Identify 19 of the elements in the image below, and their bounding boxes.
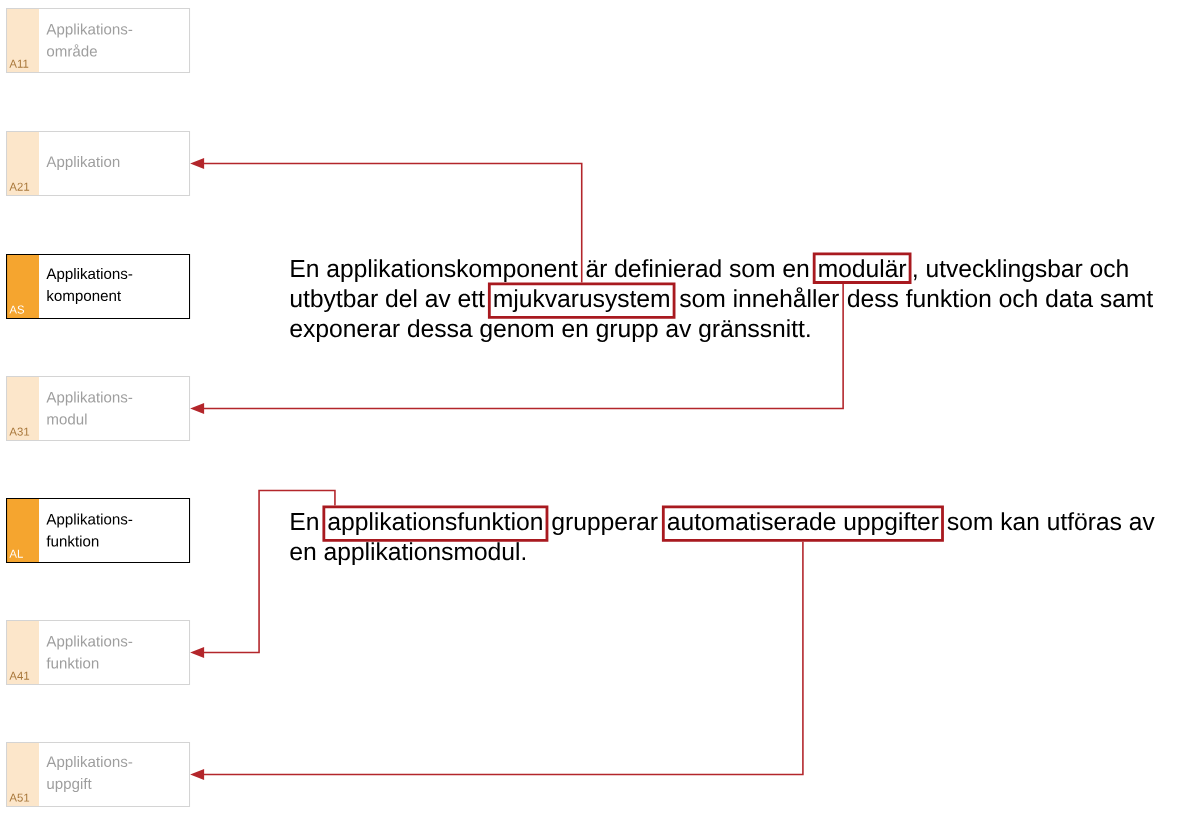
term-box: AL Applikations- funktion xyxy=(6,498,191,564)
term-box: A11 Applikations- område xyxy=(6,8,191,74)
description-text: dess funktion och data samt xyxy=(847,289,1153,308)
term-box: A41 Applikations- funktion xyxy=(6,620,191,686)
description-text: som innehåller xyxy=(680,287,839,308)
highlighted-term: mjukvarusystem xyxy=(487,282,676,319)
description-text: En xyxy=(291,513,318,530)
term-box: A51 Applikations- uppgift xyxy=(6,742,191,808)
description-text: är definierad som en xyxy=(586,259,809,278)
highlighted-term: modulär xyxy=(812,252,912,284)
term-box: AS Applikations- komponent xyxy=(6,254,191,320)
description-text: , utvecklingsbar och xyxy=(914,259,1128,283)
description-text: En applikationskomponent xyxy=(291,259,578,283)
description-text: grupperar xyxy=(552,516,658,536)
term-box: A21 Applikation xyxy=(6,131,191,197)
highlighted-term: applikationsfunktion xyxy=(322,505,549,542)
highlighted-term: automatiserade uppgifter xyxy=(661,505,944,542)
description-text: exponerar dessa genom en grupp av gränssnitt. xyxy=(290,319,810,343)
term-box: A31 Applikations- modul xyxy=(6,376,191,442)
